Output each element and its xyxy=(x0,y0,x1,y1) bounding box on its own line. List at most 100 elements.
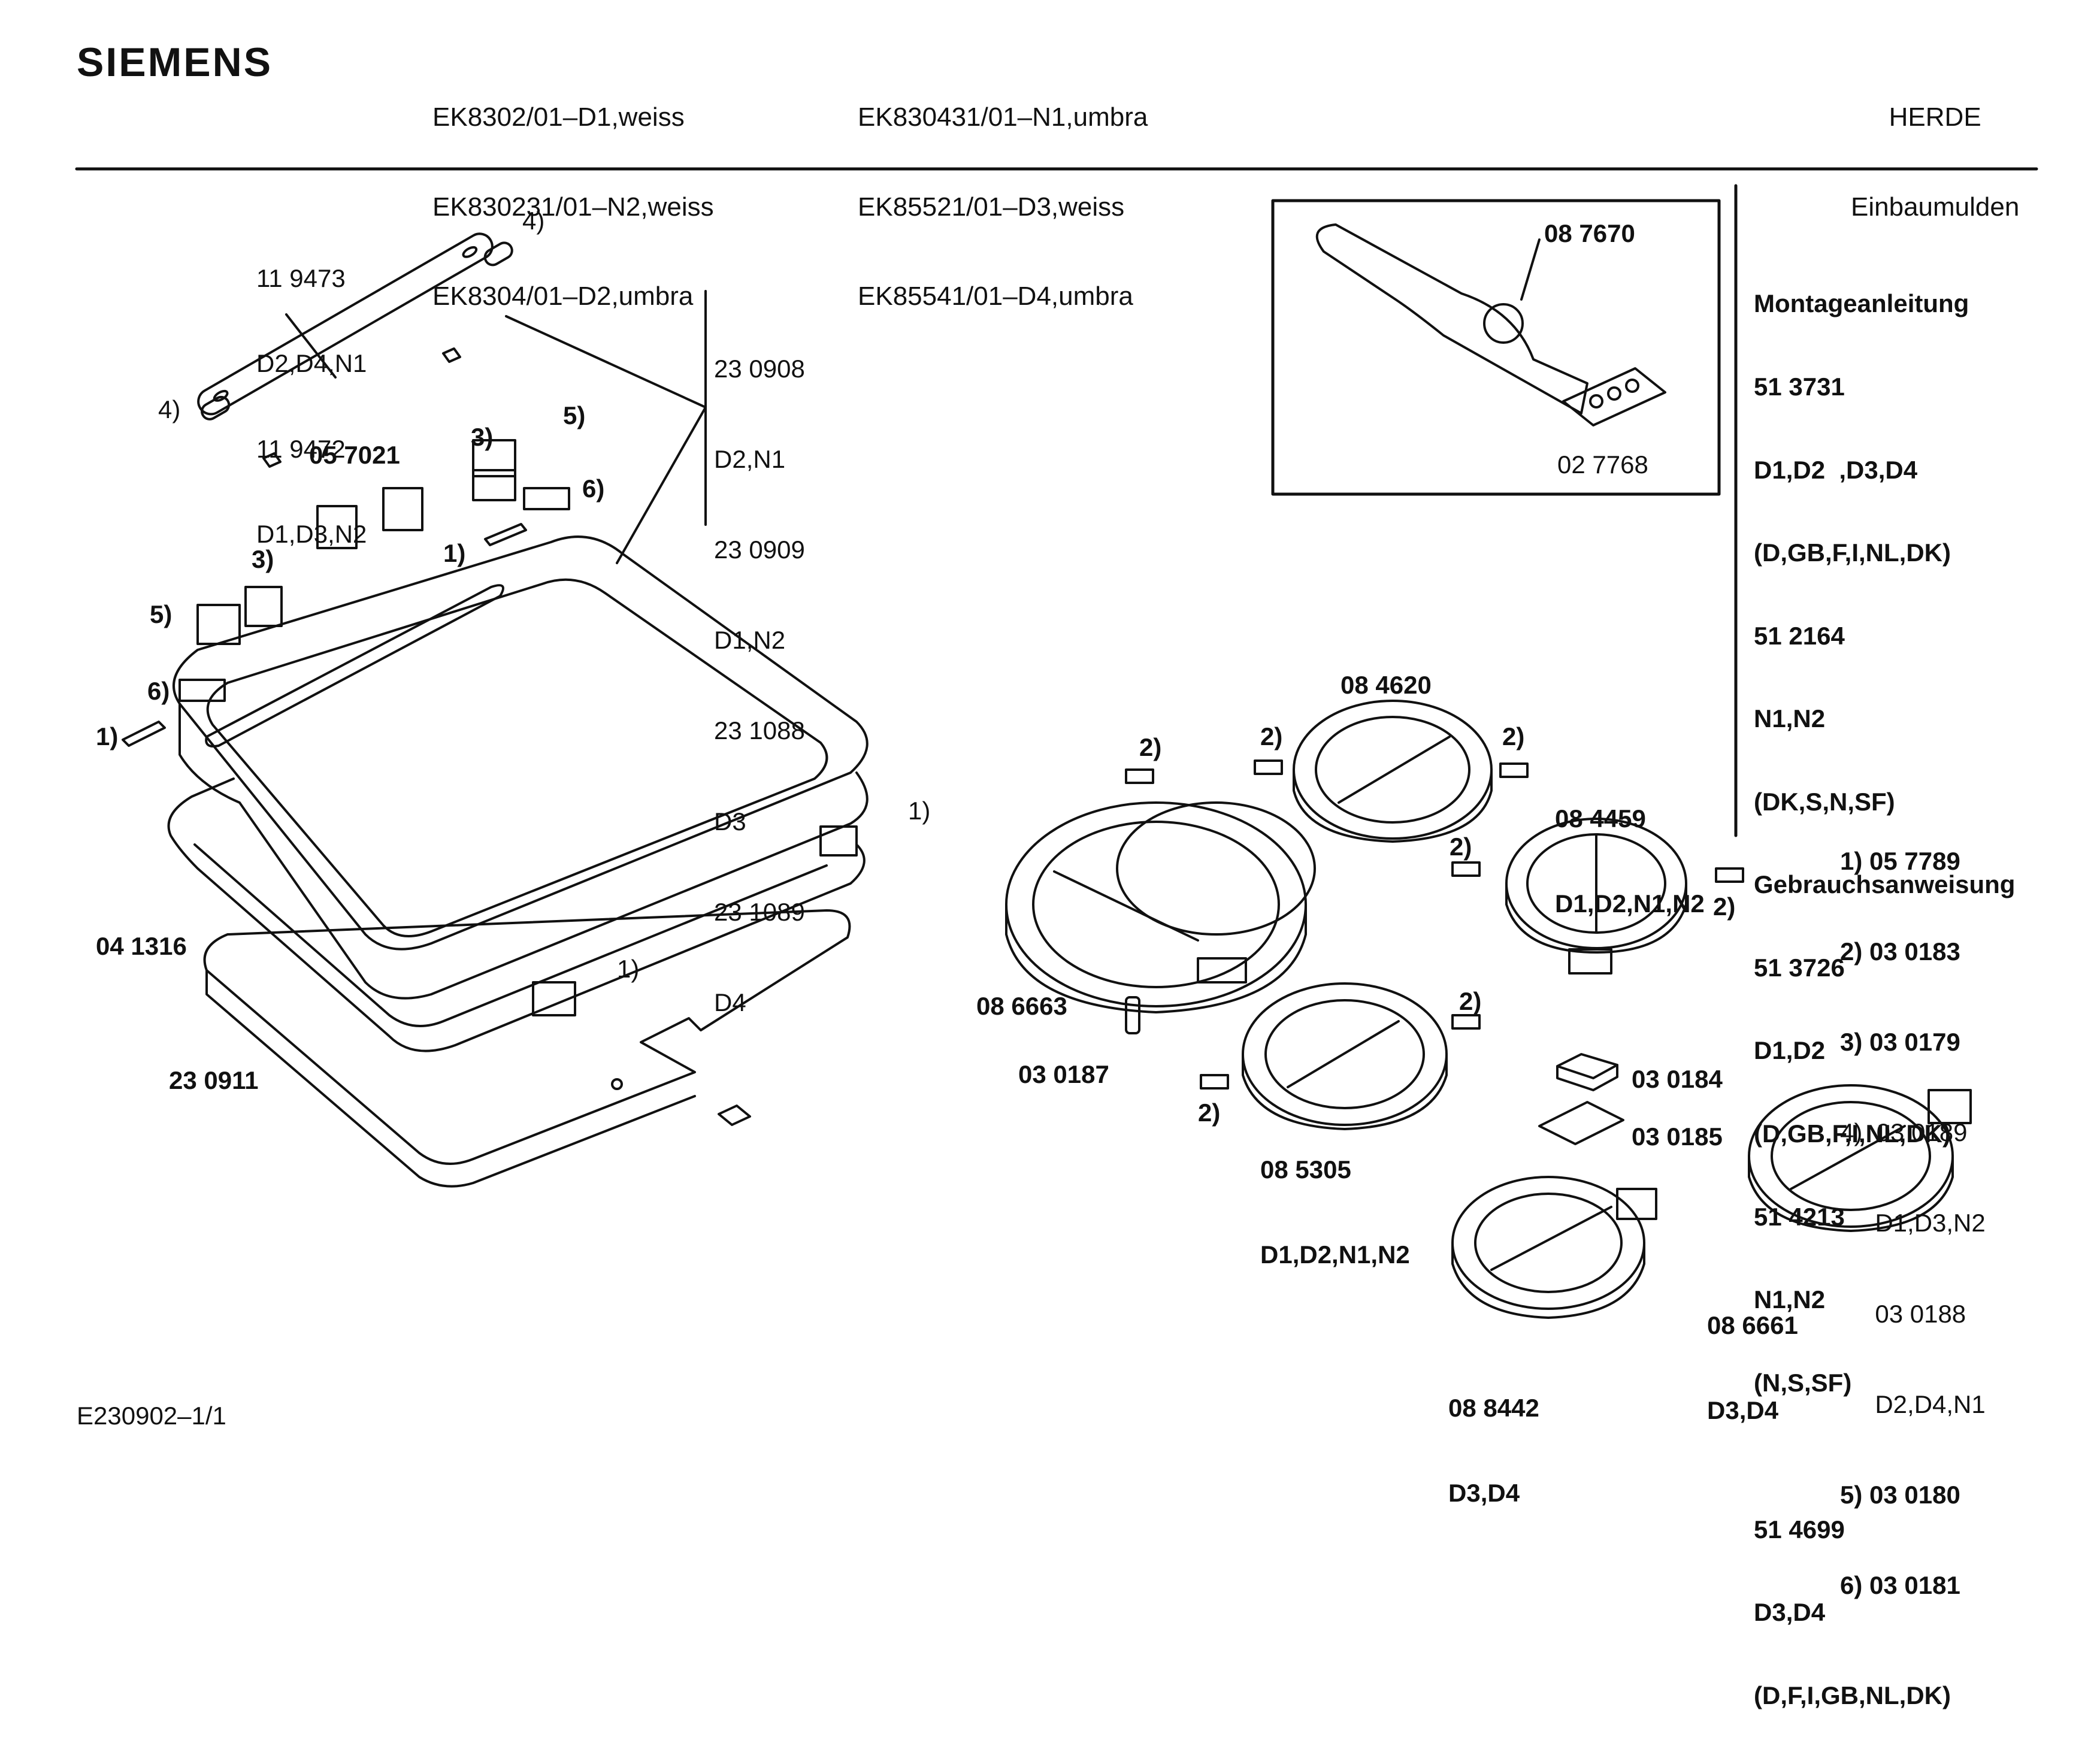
clamp-icon xyxy=(1499,762,1529,778)
tool-box xyxy=(1271,199,1721,496)
part-variant: D2,N1 xyxy=(714,444,786,473)
tray-part-230911: 23 0911 xyxy=(169,1066,259,1094)
cooktop-front-edge xyxy=(178,703,869,1000)
part-number: 11 9473 xyxy=(256,264,346,292)
seal-part-041316: 04 1316 xyxy=(96,932,187,960)
terminal-label-030184: 03 0184 xyxy=(1632,1065,1723,1093)
part-number: 08 4459 xyxy=(1555,804,1646,833)
clamp-callout-2: 2) xyxy=(1450,833,1472,861)
clamp-icon xyxy=(1715,867,1744,883)
heater-label-086663: 08 6663 xyxy=(976,992,1067,1020)
doc-line: 51 2164 xyxy=(1754,621,1845,650)
clamp-callout-2: 2) xyxy=(1260,722,1283,751)
exploded-parts-drawing xyxy=(75,167,2038,1319)
doc-line: Montageanleitung xyxy=(1754,289,1969,318)
clamp-callout-2: 2) xyxy=(1502,722,1525,751)
part-variant: D3 xyxy=(714,807,746,836)
model-list-col2: EK830431/01–N1,umbra EK85521/01–D3,weiss… xyxy=(858,43,1148,341)
clamp-icon xyxy=(1125,768,1154,784)
part-variant: D1,N2 xyxy=(714,626,786,655)
knob-axle-icon xyxy=(472,469,516,501)
doc-line: (D,F,I,GB,NL,DK) xyxy=(1754,1681,1951,1709)
doc-line: N1,N2 xyxy=(1754,704,1826,733)
leader-line xyxy=(285,313,337,379)
callout-1-top: 1) xyxy=(443,539,466,567)
tray-clip-icon xyxy=(718,1104,751,1126)
part-variant: D2,D4,N1 xyxy=(256,349,367,378)
part-number: 23 0909 xyxy=(714,535,805,564)
bottom-tray-rim xyxy=(205,969,696,1188)
callout-1-right: 1) xyxy=(908,797,931,825)
heater-label-088442: 08 8442 D3,D4 xyxy=(1448,1337,1539,1536)
gasket-strip-icon xyxy=(1562,367,1666,426)
clamp-icon xyxy=(1451,1014,1481,1030)
doc-line: 51 4213 xyxy=(1754,1202,1845,1231)
model-list-col1: EK8302/01–D1,weiss EK830231/01–N2,weiss … xyxy=(432,43,714,341)
callout-3-left: 3) xyxy=(252,545,274,573)
mounting-tool xyxy=(1315,223,1588,414)
legend-item: D1,D3,N2 xyxy=(1840,1209,1986,1237)
bridge-clip-icon xyxy=(244,586,283,627)
legend-item: 2) 03 0183 xyxy=(1840,937,1960,966)
bridge-clip-icon xyxy=(178,679,226,702)
callout-legend: 1) 05 7789 2) 03 0183 3) 03 0179 4) 03 0… xyxy=(1840,786,1986,1631)
sensor-label-030187: 03 0187 xyxy=(1018,1060,1109,1088)
category-line: HERDE xyxy=(1889,102,1981,132)
strip-cap-icon xyxy=(483,241,513,267)
doc-line: (D,GB,F,I,NL,DK) xyxy=(1754,538,1951,567)
bridge-clip-icon xyxy=(523,487,570,510)
doc-line: D1,D2 xyxy=(1754,1036,1826,1065)
seal-ring xyxy=(167,777,866,1052)
legend-item: 3) 03 0179 xyxy=(1840,1028,1960,1057)
clip-small-icon xyxy=(262,452,282,468)
angle-bracket-icon xyxy=(1538,1101,1624,1145)
callout-4-left: 4) xyxy=(158,395,181,423)
corner-bracket-icon xyxy=(819,825,858,857)
leader-line xyxy=(1520,238,1541,301)
part-variant: D1,D2,N1,N2 xyxy=(1260,1240,1410,1269)
model-line: EK8302/01–D1,weiss xyxy=(432,102,685,132)
model-line: EK85521/01–D3,weiss xyxy=(858,192,1125,222)
model-line: EK830231/01–N2,weiss xyxy=(432,192,714,222)
seal-ring-inner xyxy=(193,843,828,1027)
part-variant: D1,D3,N2 xyxy=(256,519,367,548)
doc-line: Gebrauchsanweisung xyxy=(1754,870,2016,899)
callout-5-left: 5) xyxy=(150,600,173,628)
part-number: 23 0908 xyxy=(714,354,805,383)
legend-item: 4) 03 0189 xyxy=(1840,1118,1968,1147)
model-line: EK85541/01–D4,umbra xyxy=(858,281,1133,311)
category-line: Einbaumulden xyxy=(1851,192,2020,222)
part-number: 08 8442 xyxy=(1448,1393,1539,1422)
doc-line: 51 3726 xyxy=(1754,953,1845,982)
doc-line: 51 3731 xyxy=(1754,372,1845,401)
legend-item: 5) 03 0180 xyxy=(1840,1480,1960,1509)
part-variant: D3,D4 xyxy=(1448,1479,1520,1508)
part-number: 08 6661 xyxy=(1707,1311,1798,1339)
callout-6-left: 6) xyxy=(147,677,170,705)
bracket-label-030185: 03 0185 xyxy=(1632,1122,1723,1151)
callout-1-bottom: 1) xyxy=(617,955,640,983)
callout-5-top: 5) xyxy=(563,401,586,429)
clamp-callout-2: 2) xyxy=(1713,892,1736,921)
clamp-callout-2: 2) xyxy=(1459,987,1482,1015)
part-number: 11 9472 xyxy=(256,434,346,463)
doc-line: (N,S,SF) xyxy=(1754,1368,1852,1397)
category-label: HERDE Einbaumulden xyxy=(1851,43,2019,252)
drawing-reference: E230902–1/1 xyxy=(77,1402,226,1430)
model-line: EK8304/01–D2,umbra xyxy=(432,281,694,311)
knob-axle-icon xyxy=(196,604,241,645)
heater-label-085305: 08 5305 D1,D2,N1,N2 xyxy=(1260,1099,1410,1297)
legend-item: 6) 03 0181 xyxy=(1840,1571,1960,1600)
cooktop-frame-outer xyxy=(173,535,869,951)
legend-item: 1) 05 7789 xyxy=(1840,846,1960,875)
doc-line: D1,D2 ,D3,D4 xyxy=(1754,455,1918,484)
model-line: EK830431/01–N1,umbra xyxy=(858,102,1148,132)
heater-086663 xyxy=(1005,801,1316,1013)
clip-part-057021: 05 7021 xyxy=(309,441,400,469)
spring-clip-icon xyxy=(484,523,527,546)
documentation-list: Montageanleitung 51 3731 D1,D2 ,D3,D4 (D… xyxy=(1754,235,2015,1737)
heater-label-084459: 08 4459 D1,D2,N1,N2 xyxy=(1555,748,1705,946)
heater-084459 xyxy=(1505,818,1687,975)
legend-item: D2,D4,N1 xyxy=(1840,1390,1986,1418)
sensor-probe-icon xyxy=(1125,996,1140,1034)
